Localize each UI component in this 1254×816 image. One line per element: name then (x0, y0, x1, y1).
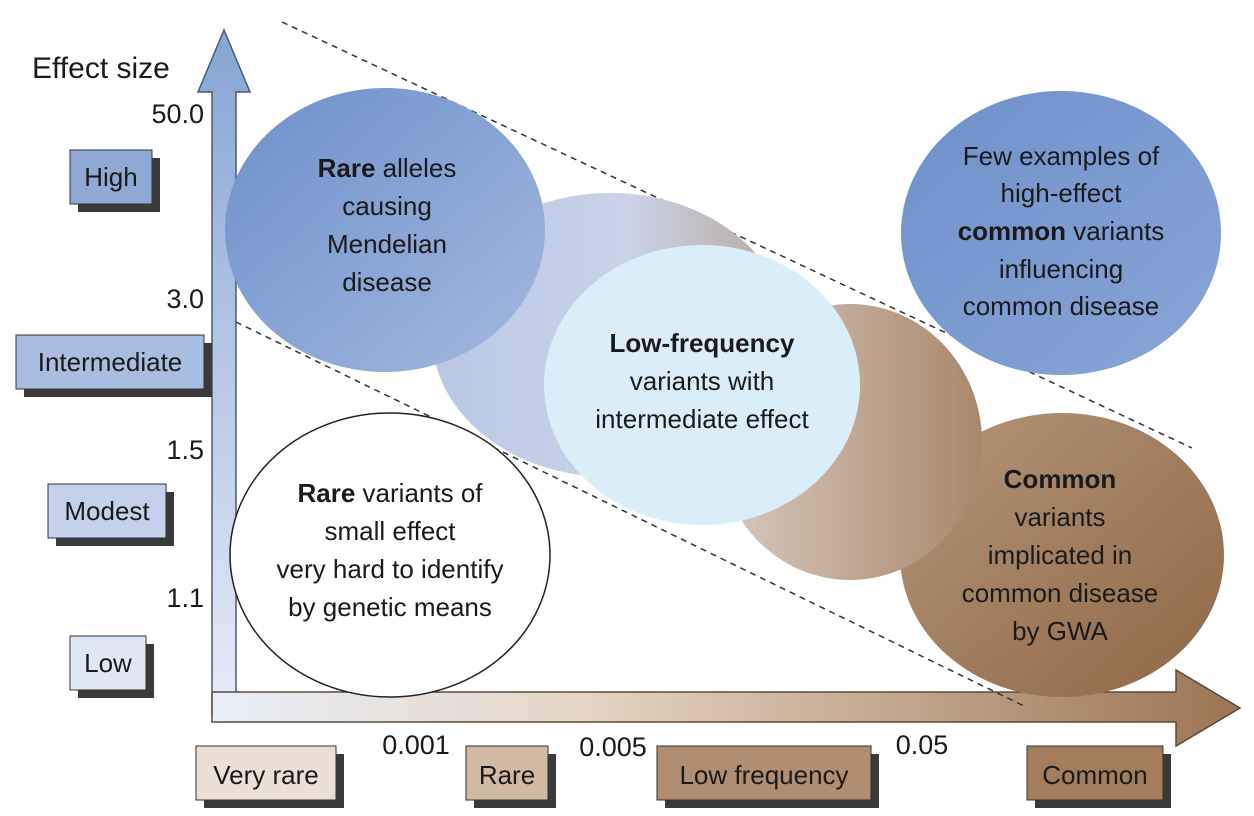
common-gwa-line5: by GWA (1012, 616, 1108, 646)
rare-mendelian-line1: alleles (375, 153, 456, 183)
y-tick-1-5: 1.5 (166, 435, 204, 465)
y-category-intermediate: Intermediate (15, 334, 212, 397)
high-effect-common-bubble (901, 91, 1221, 375)
high-effect-common-line1: Few examples of (963, 141, 1160, 171)
low-frequency-bold: Low-frequency (610, 328, 795, 358)
common-gwa-line2: variants (1014, 502, 1105, 532)
y-category-low-label: Low (84, 648, 132, 678)
svg-text:common variants: common variants (958, 216, 1165, 246)
rare-small-effect-bubble (229, 412, 551, 698)
common-gwa-bold: Common (1004, 464, 1117, 494)
y-tick-50: 50.0 (151, 99, 204, 129)
brown-large-bubble (900, 413, 1224, 697)
x-tick-0-001: 0.001 (382, 730, 450, 760)
y-tick-1-1: 1.1 (166, 583, 204, 613)
rare-small-effect-text: Rare variants of small effect very hard … (277, 478, 504, 622)
upper-dashed-boundary (281, 21, 1193, 449)
x-category-low-frequency-label: Low frequency (679, 760, 848, 790)
y-axis-arrow (196, 28, 252, 717)
svg-text:Rare variants of: Rare variants of (298, 478, 484, 508)
rare-mendelian-bold: Rare (318, 153, 376, 183)
lower-dashed-boundary (235, 321, 1025, 707)
low-frequency-line3: intermediate effect (595, 404, 809, 434)
rare-mendelian-line2: causing (342, 191, 432, 221)
y-category-high-label: High (84, 162, 137, 192)
x-category-rare: Rare (465, 745, 556, 808)
x-category-very-rare-label: Very rare (213, 760, 319, 790)
high-effect-common-bold: common (958, 216, 1066, 246)
x-category-rare-label: Rare (479, 760, 535, 790)
low-frequency-line2: variants with (630, 366, 775, 396)
svg-text:Rare alleles: Rare alleles (318, 153, 457, 183)
y-axis-title: Effect size (32, 52, 170, 85)
x-category-common: Common (1026, 745, 1171, 808)
common-gwa-line4: common disease (962, 578, 1159, 608)
x-category-very-rare: Very rare (195, 745, 344, 808)
y-category-low: Low (69, 635, 154, 698)
x-tick-0-005: 0.005 (579, 732, 647, 762)
high-effect-common-text: Few examples of high-effect common varia… (958, 141, 1165, 321)
x-axis-arrow (211, 668, 1242, 748)
rare-small-line4: by genetic means (288, 592, 492, 622)
rare-mendelian-bubble (225, 88, 545, 372)
y-category-modest-label: Modest (64, 496, 150, 526)
x-tick-0-05: 0.05 (896, 730, 949, 760)
high-effect-common-line4: influencing (999, 254, 1123, 284)
y-category-modest: Modest (47, 483, 174, 546)
x-category-low-frequency: Low frequency (656, 745, 879, 808)
y-category-high: High (69, 149, 160, 212)
rare-mendelian-text: Rare alleles causing Mendelian disease (318, 153, 457, 297)
rare-small-line2: small effect (324, 516, 456, 546)
rare-mendelian-line4: disease (342, 267, 432, 297)
x-category-common-label: Common (1042, 760, 1147, 790)
rare-small-line3: very hard to identify (277, 554, 504, 584)
rare-mendelian-line3: Mendelian (327, 229, 447, 259)
low-frequency-text: Low-frequency variants with intermediate… (595, 328, 809, 434)
high-effect-common-line5: common disease (963, 291, 1160, 321)
y-tick-3: 3.0 (166, 284, 204, 314)
common-gwa-text: Common variants implicated in common dis… (962, 464, 1159, 646)
y-category-intermediate-label: Intermediate (38, 347, 183, 377)
high-effect-common-line3: variants (1066, 216, 1164, 246)
rare-small-bold: Rare (298, 478, 356, 508)
common-gwa-line3: implicated in (988, 540, 1133, 570)
rare-small-line1: variants of (355, 478, 483, 508)
high-effect-common-line2: high-effect (1001, 178, 1123, 208)
low-frequency-bubble (544, 245, 860, 525)
